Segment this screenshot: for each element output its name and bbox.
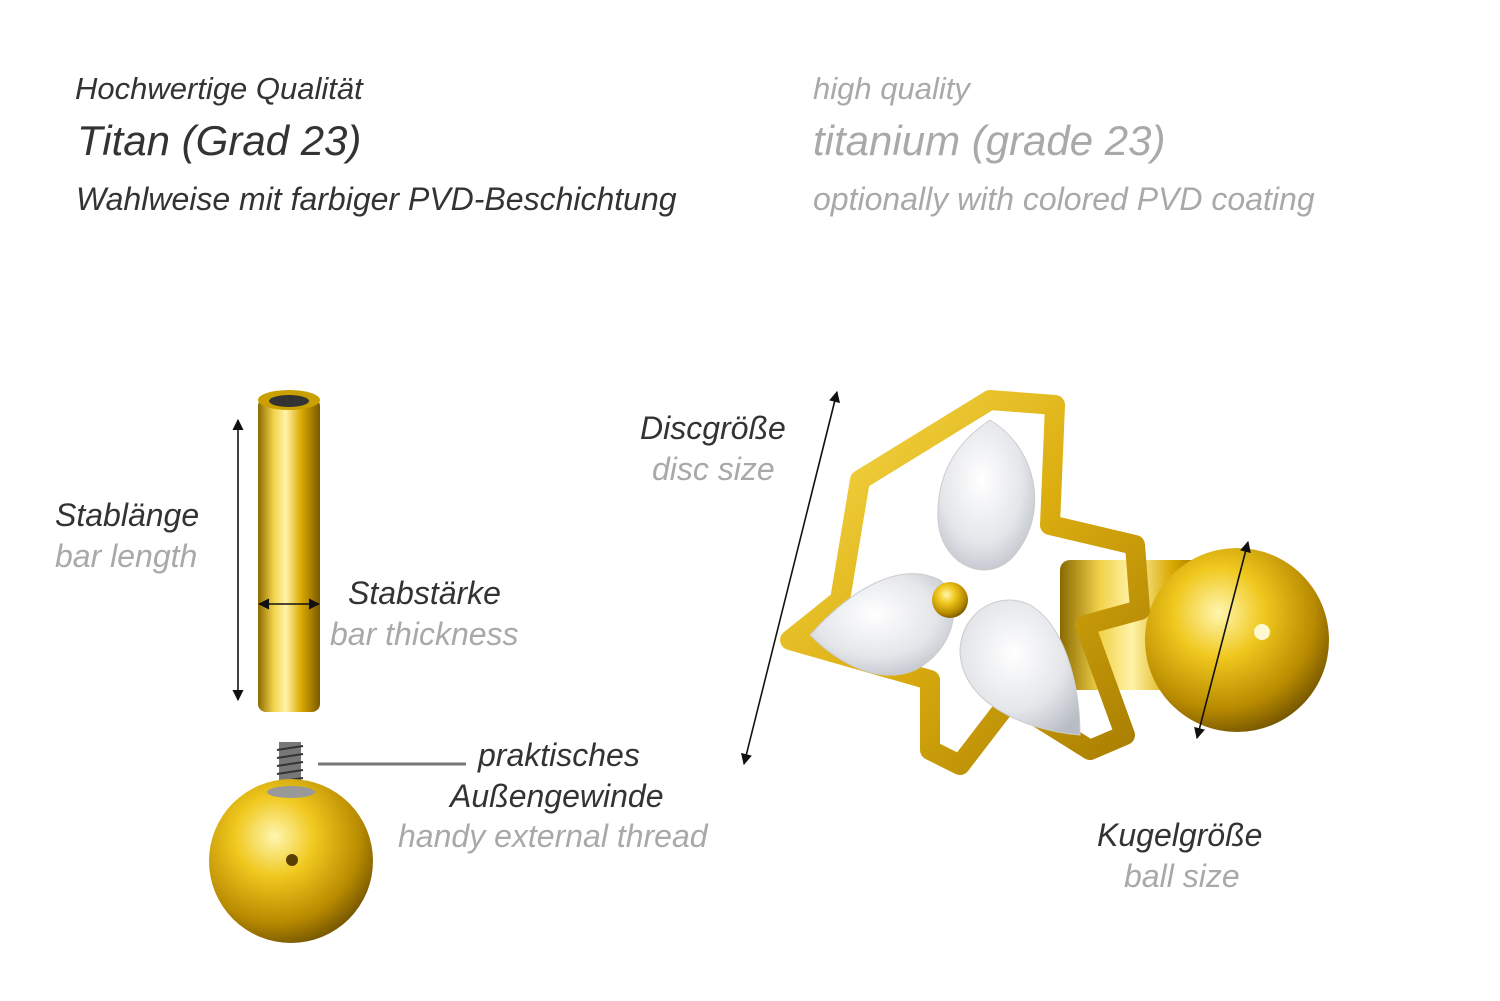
- bar-thickness-label-de: Stabstärke: [348, 575, 501, 611]
- star-piercing: [780, 390, 1329, 775]
- ball-size-label-en: ball size: [1124, 858, 1240, 894]
- ball-size-arrow: [1194, 540, 1251, 740]
- bar-thickness-label-en: bar thickness: [330, 616, 519, 652]
- thread-label-de-1: praktisches: [478, 737, 640, 773]
- disc-size-arrow: [741, 390, 840, 766]
- bar-part: [258, 390, 320, 712]
- material-de: Titan (Grad 23): [77, 117, 362, 164]
- bar-length-label-de: Stablänge: [55, 497, 200, 533]
- quality-en: high quality: [813, 71, 970, 106]
- coating-de: Wahlweise mit farbiger PVD-Beschichtung: [76, 181, 677, 217]
- threaded-ball-part: [209, 742, 373, 943]
- material-en: titanium (grade 23): [813, 117, 1166, 164]
- bar-length-label-en: bar length: [55, 538, 198, 574]
- ball-size-label-de: Kugelgröße: [1097, 817, 1263, 853]
- thread-label-en: handy external thread: [398, 818, 708, 854]
- disc-size-label-en: disc size: [652, 451, 775, 487]
- coating-en: optionally with colored PVD coating: [813, 181, 1315, 217]
- disc-size-label-de: Discgröße: [640, 410, 786, 446]
- thread-label-de-2: Außengewinde: [450, 778, 664, 814]
- quality-de: Hochwertige Qualität: [75, 71, 363, 106]
